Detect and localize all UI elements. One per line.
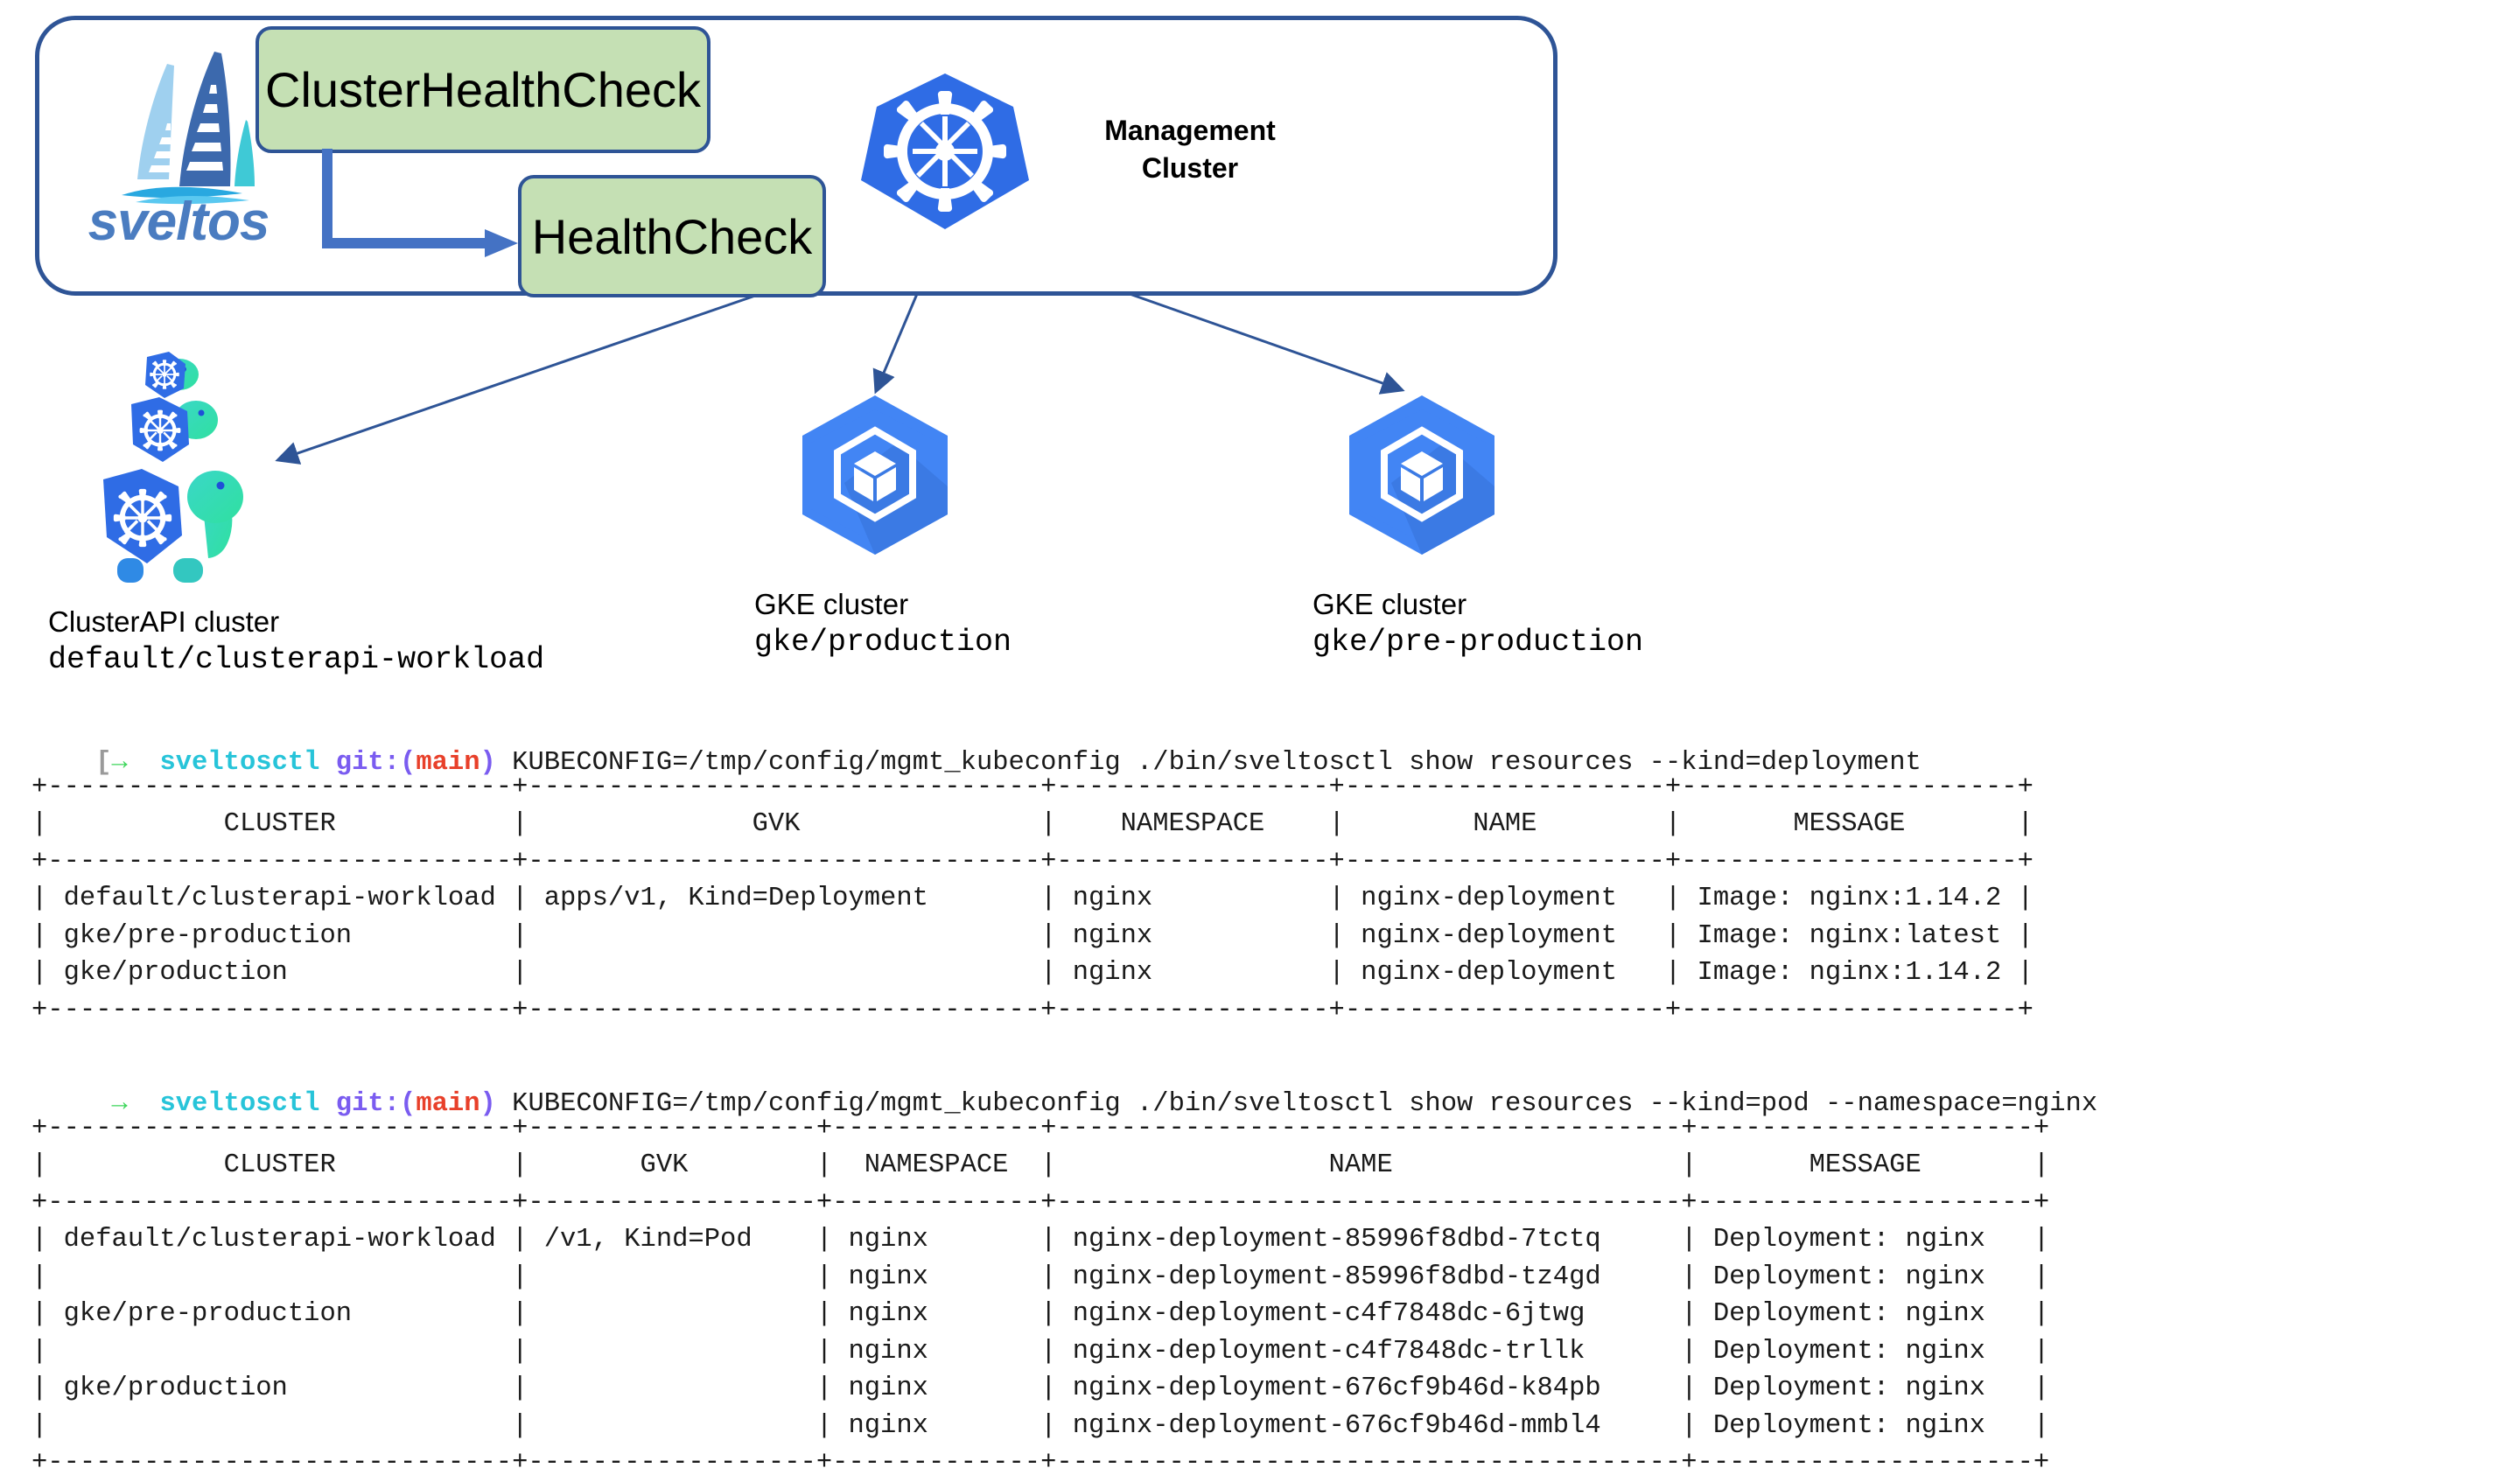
command-text-show-deployments: KUBECONFIG=/tmp/config/mgmt_kubeconfig .… <box>495 747 1922 778</box>
sveltos-logo: sveltos <box>83 39 276 276</box>
clusterapi-cluster-label: ClusterAPI cluster default/clusterapi-wo… <box>48 604 544 681</box>
gke-production-name: gke/production <box>754 625 1012 661</box>
prompt-lparen: ( <box>400 1088 416 1119</box>
prompt-lparen: ( <box>400 747 416 778</box>
clusterapi-cluster-kind: ClusterAPI cluster <box>48 605 280 638</box>
prompt-bracket: [ <box>95 747 112 778</box>
sveltos-sailboat-icon <box>122 52 255 205</box>
prompt-rparen: ) <box>480 747 496 778</box>
gke-production-kind: GKE cluster <box>754 588 909 620</box>
prompt-git-branch: main <box>416 1088 480 1119</box>
prompt-arrow-icon: → <box>111 747 128 778</box>
clusterhealthcheck-box: ClusterHealthCheck <box>256 26 710 153</box>
command-line-show-deployments: [→ sveltosctl git:(main) KUBECONFIG=/tmp… <box>32 707 1922 819</box>
gke-pre-production-name: gke/pre-production <box>1312 625 1644 661</box>
deployments-table: +-----------------------------+---------… <box>32 772 2034 1025</box>
management-cluster-label-line1: Management <box>1104 115 1276 146</box>
gke-hexagon-icon <box>792 392 958 558</box>
clusterhealthcheck-to-healthcheck-arrow <box>322 149 518 257</box>
gke-pre-production-label: GKE cluster gke/pre-production <box>1312 586 1643 663</box>
prompt-git-label: git: <box>335 747 401 778</box>
command-text-show-pods: KUBECONFIG=/tmp/config/mgmt_kubeconfig .… <box>495 1088 2098 1119</box>
clusterapi-cluster-name: default/clusterapi-workload <box>48 642 545 678</box>
gke-production-label: GKE cluster gke/production <box>754 586 1012 663</box>
clusterapi-turtles-icon <box>88 350 262 595</box>
prompt-directory: sveltosctl <box>159 747 320 778</box>
kubernetes-icon <box>858 68 1032 234</box>
prompt-git-branch: main <box>416 747 480 778</box>
gke-pre-production-kind: GKE cluster <box>1312 588 1467 620</box>
prompt-arrow-icon: → <box>111 1088 128 1119</box>
pods-table: +-----------------------------+---------… <box>32 1113 2050 1479</box>
management-cluster-label-line2: Cluster <box>1141 152 1239 185</box>
healthcheck-label: HealthCheck <box>531 208 813 264</box>
prompt-rparen: ) <box>480 1088 496 1119</box>
command-line-show-pods: → sveltosctl git:(main) KUBECONFIG=/tmp/… <box>32 1048 2098 1160</box>
architecture-diagram: sveltos ClusterHealthCheck HealthCheck <box>0 0 2520 691</box>
clusterhealthcheck-label: ClusterHealthCheck <box>265 62 701 117</box>
healthcheck-box: HealthCheck <box>518 175 826 297</box>
sveltos-wordmark: sveltos <box>88 192 270 252</box>
gke-hexagon-icon <box>1339 392 1505 558</box>
prompt-git-label: git: <box>335 1088 401 1119</box>
prompt-directory: sveltosctl <box>159 1088 320 1119</box>
terminal-output[interactable]: [→ sveltosctl git:(main) KUBECONFIG=/tmp… <box>0 700 2520 1478</box>
management-cluster-label: Management Cluster <box>1059 112 1321 187</box>
